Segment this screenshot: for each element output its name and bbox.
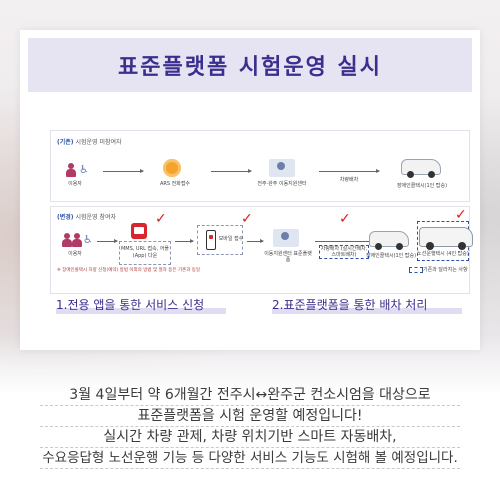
check-mark-icon: ✓: [455, 207, 467, 223]
announcement-caption: 3월 4일부터 약 6개월간 전주시↔완주군 컨소시엄을 대상으로 표준플랫폼을…: [0, 385, 500, 469]
before-step-center: 전주·완주 이동지원센터: [257, 181, 307, 187]
after-step-mms: MMS, URL 접속, 어플(App) 다운: [119, 241, 171, 265]
before-section-label: (기존) 시험운영 미참여자: [57, 137, 122, 146]
center-staff-icon: [269, 159, 295, 177]
before-section: (기존) 시험운영 미참여자 ♿ 이용자 ARS 전화접수 전주·완주 이동지원…: [50, 130, 470, 202]
flow-arrow: [319, 169, 380, 173]
caption-line: 수요응답형 노선운행 기능 등 다양한 서비스 기능도 시험해 볼 예정입니다.: [42, 450, 458, 466]
user-icon: [65, 163, 77, 177]
before-step-ars: ARS 전화접수: [159, 181, 191, 187]
divider: [40, 468, 460, 469]
dispatch-highlight-box: [319, 245, 369, 259]
smartphone-icon: [206, 230, 216, 250]
before-step-user: 이용자: [68, 181, 82, 187]
after-label: 시험운영 참여자: [75, 214, 117, 221]
after-note: ※ 장애인콜택시 차량 신청(예약) 방법 이외의 방법 및 절차 등은 기존과…: [57, 268, 201, 273]
divider: [40, 426, 460, 427]
divider: [40, 447, 460, 448]
taxi-icon: [401, 159, 441, 178]
title-banner: 표준플랫폼 시험운영 실시: [28, 38, 472, 92]
before-step-dispatch: 차량배차: [339, 177, 359, 183]
user-icon: [61, 233, 73, 247]
after-step-route-taxi: 노선운행택시 (4인 탑승): [417, 251, 469, 257]
divider: [40, 405, 460, 406]
check-mark-icon: ✓: [339, 211, 351, 227]
check-mark-icon: ✓: [241, 211, 253, 227]
wheelchair-icon: ♿: [83, 233, 93, 246]
infographic-title: 표준플랫폼 시험운영 실시: [118, 55, 382, 80]
step-highlight: [272, 308, 462, 314]
mobile-app-box: 모바일 접수: [197, 225, 243, 255]
flow-arrow: [175, 239, 194, 243]
flow-arrow: [103, 169, 144, 173]
flow-arrow: [211, 169, 252, 173]
legend-label: 기존과 달라지는 사항: [423, 267, 468, 273]
before-label: 시험운영 미참여자: [75, 139, 122, 146]
ars-phone-icon: [163, 159, 181, 177]
legend-swatch: [409, 267, 423, 273]
infographic-card: 표준플랫폼 시험운영 실시 (기존) 시험운영 미참여자 ♿ 이용자 ARS 전…: [20, 30, 480, 350]
mms-message-icon: [131, 223, 147, 239]
wheelchair-icon: ♿: [79, 163, 89, 176]
after-tag: (변경): [57, 214, 74, 221]
after-step-dispatch: 차량배차 (실시간배차, 스마트배차): [320, 246, 368, 258]
caption-line: 3월 4일부터 약 6개월간 전주시↔완주군 컨소시엄을 대상으로: [69, 387, 431, 403]
after-step-mobile: 모바일 접수: [218, 236, 244, 242]
user-icon: [71, 233, 83, 247]
caption-line: 실시간 차량 관제, 차량 위치기반 스마트 자동배차,: [103, 429, 397, 445]
after-step-user: 이용자: [68, 251, 82, 257]
step-2-label: 2.표준플랫폼을 통한 배차 처리: [272, 298, 428, 312]
after-section: (변경) 시험운영 참여자 ♿ 이용자 ✓ MMS, URL 접속, 어플(Ap…: [50, 206, 473, 294]
step-1-label: 1.전용 앱을 통한 서비스 신청: [56, 298, 205, 312]
flow-arrow: [97, 239, 118, 243]
check-mark-icon: ✓: [155, 211, 167, 227]
center-staff-icon: [273, 229, 299, 247]
caption-line: 표준플랫폼을 시험 운영할 예정입니다!: [137, 408, 363, 424]
flow-arrow: [315, 239, 374, 243]
after-section-label: (변경) 시험운영 참여자: [57, 212, 116, 221]
flow-arrow: [247, 239, 264, 243]
step-highlight: [56, 308, 226, 314]
after-step-taxi: 장애인콜택시(1인 탑승): [365, 253, 417, 259]
taxi-icon: [369, 231, 409, 250]
after-step-center: 이동지원센터 표준플랫폼: [264, 251, 312, 263]
before-step-taxi: 장애인콜택시(1인 탑승): [396, 183, 448, 189]
van-icon: [419, 227, 473, 250]
before-tag: (기존): [57, 139, 74, 146]
